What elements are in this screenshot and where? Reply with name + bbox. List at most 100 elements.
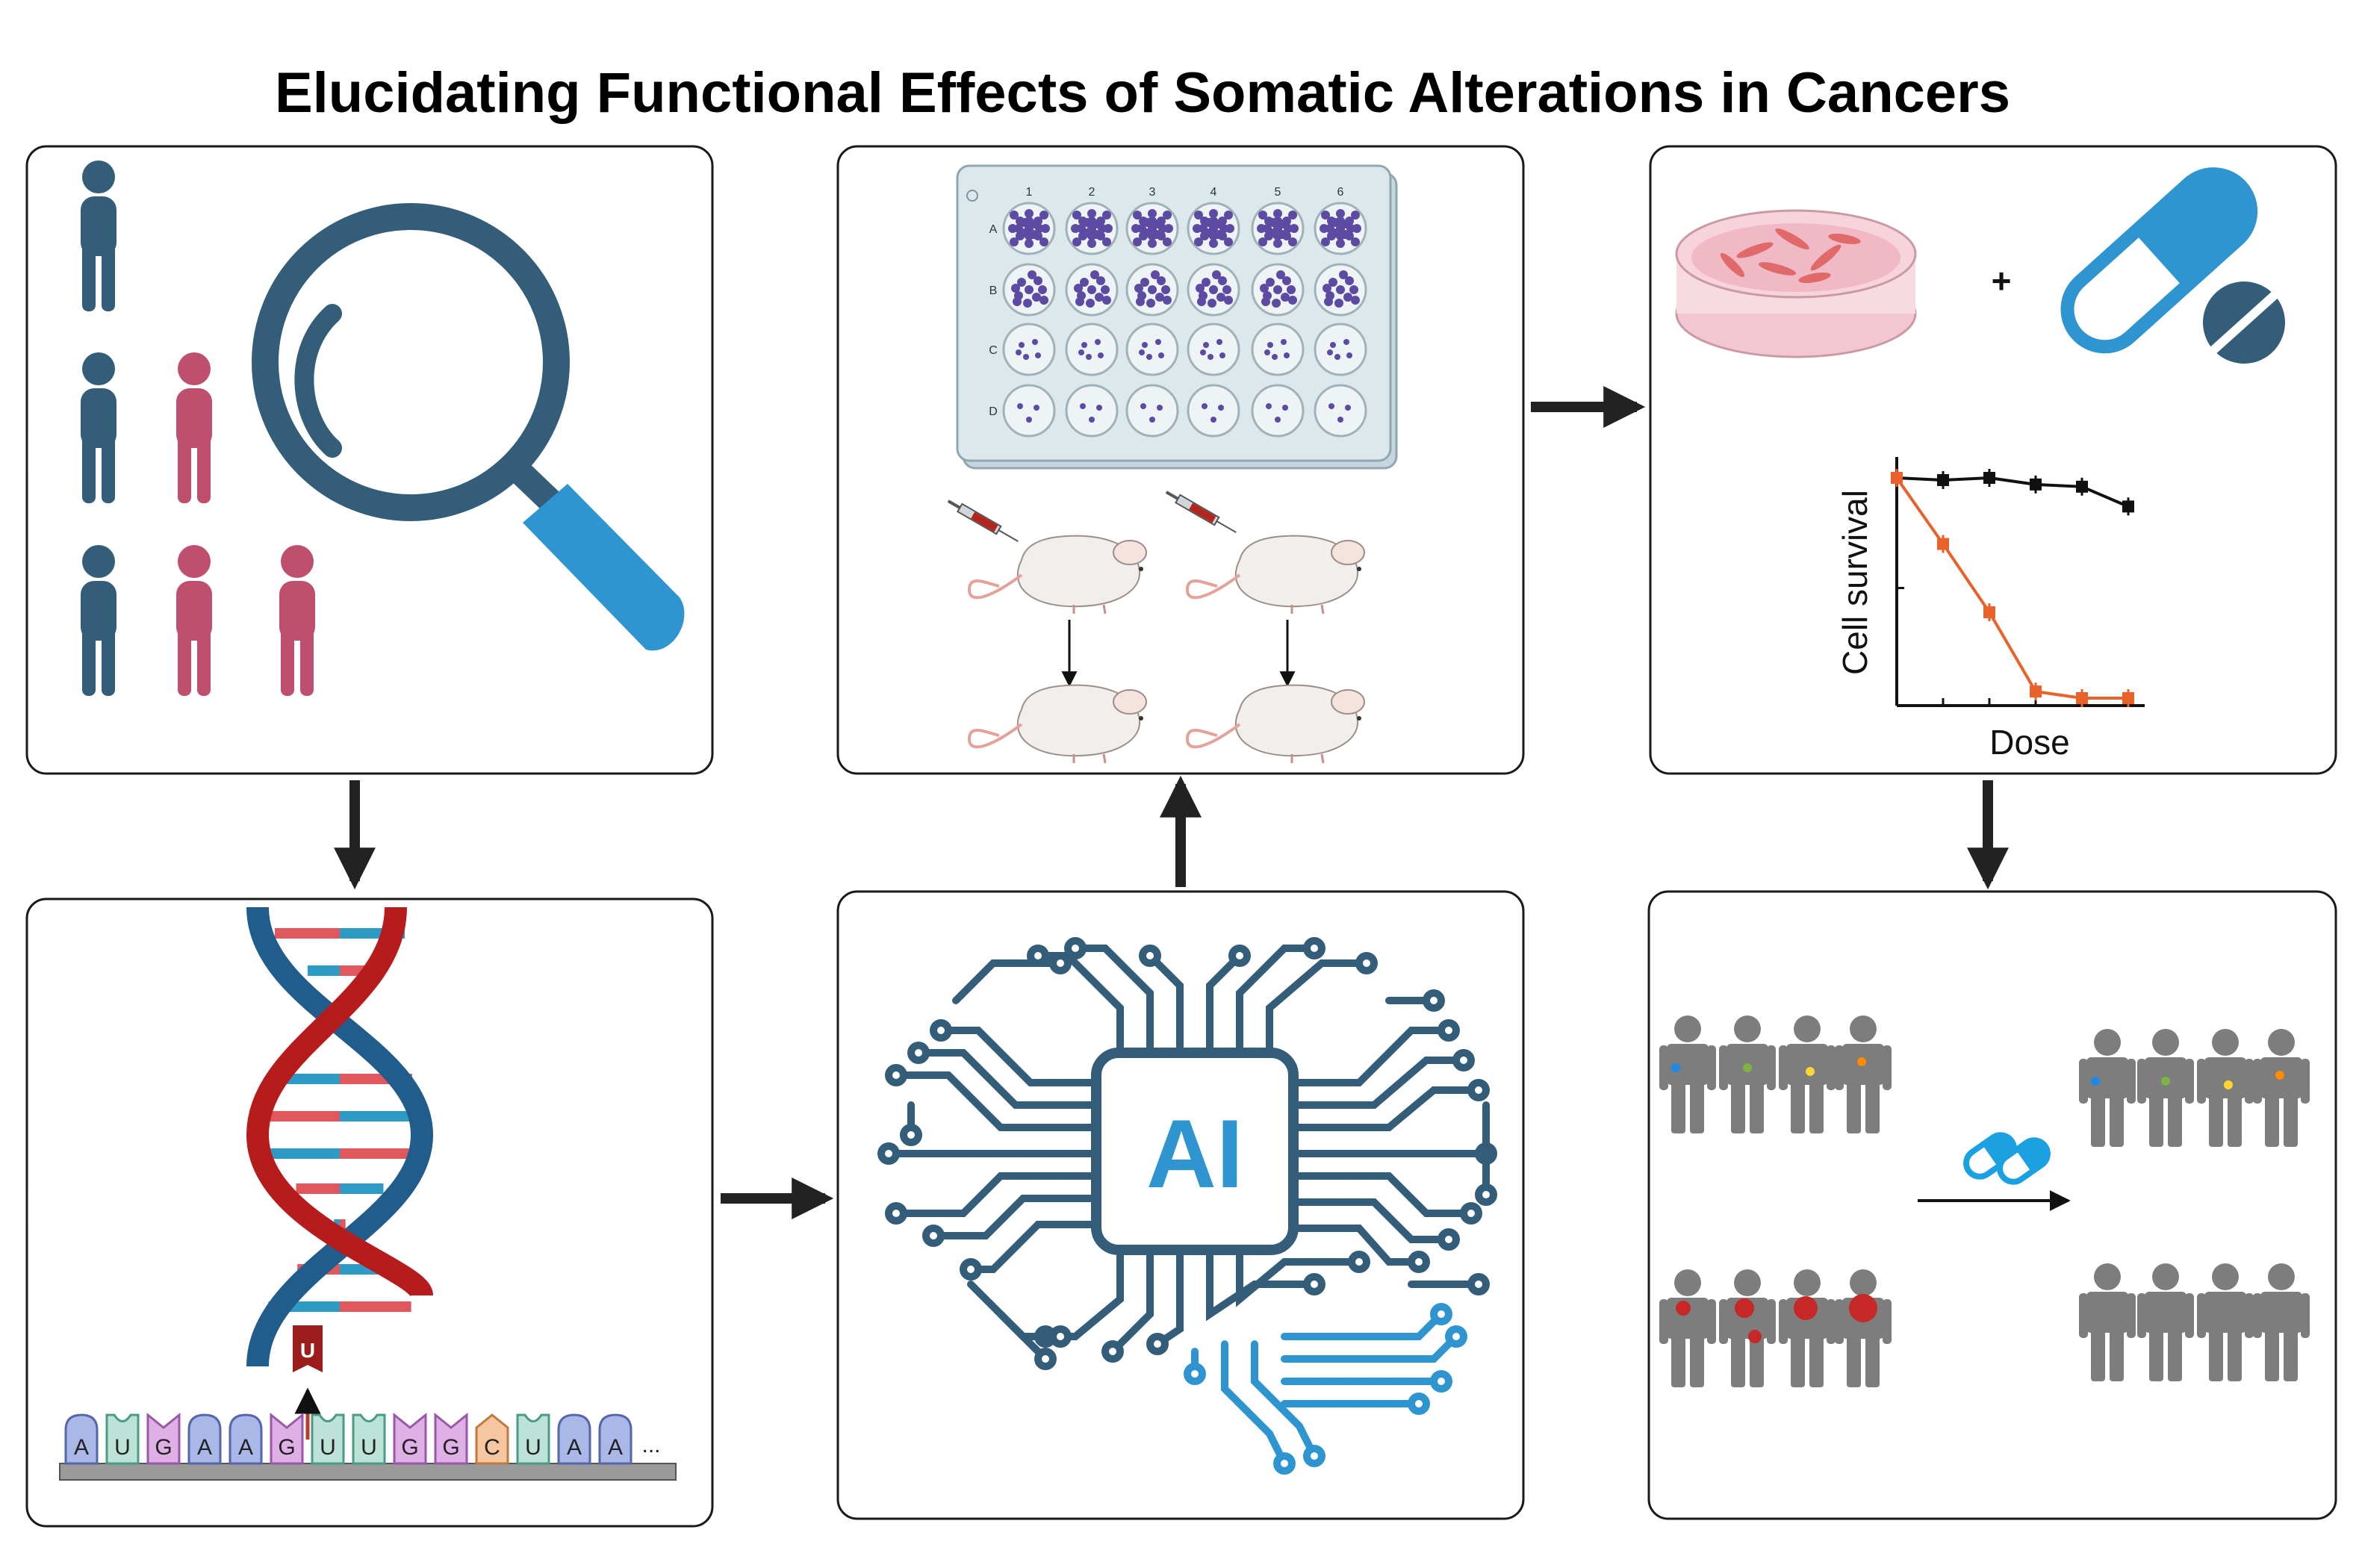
circuit-node (960, 1258, 982, 1281)
circuit-node (1408, 1251, 1430, 1273)
data-point (1937, 470, 1949, 489)
plate-well (1002, 323, 1056, 376)
circuit-node (885, 1064, 907, 1086)
circuit-trace (1206, 952, 1243, 1057)
rna-base: A (557, 1413, 591, 1465)
circuit-node (1445, 1325, 1467, 1348)
circuit-node (1101, 1340, 1124, 1363)
rna-base-letter: A (608, 1435, 623, 1460)
circuit-node (1139, 945, 1161, 967)
rna-base-letter: G (278, 1435, 295, 1460)
circuit-trace (952, 959, 1064, 1004)
rna-base-letter: U (525, 1435, 541, 1460)
plate-well (1187, 384, 1240, 438)
plate-well (1314, 202, 1367, 255)
rna-base: A (598, 1413, 633, 1465)
circuit-node (1452, 1049, 1475, 1071)
circuit-node (1438, 1228, 1460, 1251)
circuit-node (885, 1202, 907, 1225)
rna-base: G (393, 1412, 427, 1465)
circuit-node (1438, 1019, 1460, 1042)
circuit-trace (1290, 1198, 1452, 1243)
circuit-node (1228, 945, 1251, 967)
circuit-trace (1290, 1086, 1482, 1131)
circuit-node (877, 1142, 900, 1165)
circuit-node (1430, 1303, 1452, 1325)
plate-well (1125, 384, 1179, 438)
capsule-icon (2060, 167, 2285, 364)
plate-well (1187, 263, 1240, 317)
tumor-marker (1857, 1057, 1866, 1066)
circuit-trace (1290, 1057, 1467, 1109)
rna-base: C (475, 1413, 509, 1465)
circuit-node (1146, 1333, 1169, 1355)
plate-row-label: D (989, 405, 998, 418)
tumor-marker (1794, 1296, 1818, 1320)
treatment-capsules-icon (1963, 1132, 2051, 1185)
plate-well (1002, 384, 1056, 438)
circuit-trace (937, 1027, 1100, 1086)
tumor-marker (2091, 1077, 2100, 1086)
rna-base: A (64, 1413, 99, 1465)
rna-base-letter: U (320, 1435, 336, 1460)
rna-base-letter: U (361, 1435, 377, 1460)
circuit-node (1303, 937, 1325, 959)
plate-well (1251, 384, 1305, 438)
mutation-marker: U (293, 1325, 323, 1440)
series-line-1 (1896, 476, 2129, 508)
circuit-trace (1290, 1027, 1452, 1086)
circuit-node (1408, 1393, 1430, 1415)
circuit-node (1423, 989, 1445, 1012)
plate-well (1065, 202, 1119, 255)
plate-column-label: 4 (1210, 186, 1217, 199)
circuit-node (1273, 1452, 1296, 1475)
tumor-marker (1849, 1294, 1877, 1322)
rna-base: U (311, 1413, 345, 1465)
circuit-trace (930, 1195, 1100, 1239)
plate-well (1065, 384, 1119, 438)
plate-column-label: 6 (1337, 186, 1344, 199)
plate-column-label: 1 (1026, 186, 1033, 199)
circuit-node (1460, 1202, 1482, 1225)
plate-column-label: 3 (1149, 186, 1156, 199)
ai-label: AI (1146, 1099, 1243, 1208)
circuit-node (1355, 952, 1378, 974)
plate-well (1065, 323, 1119, 376)
circuit-trace (1146, 952, 1184, 1057)
plate-well (1125, 263, 1179, 317)
ai-chip (1091, 1048, 1299, 1255)
circuit-node (1303, 1445, 1325, 1467)
rna-base-letter: G (155, 1435, 172, 1460)
tumor-marker (2161, 1077, 2170, 1086)
rna-base: G (270, 1412, 304, 1465)
circuit-trace (1206, 1246, 1318, 1322)
plate-column-label: 2 (1089, 186, 1095, 199)
magnifier-icon (252, 203, 685, 651)
circuit-trace (892, 1172, 1100, 1217)
data-point (2076, 477, 2088, 496)
circuit-node (907, 1042, 930, 1064)
ai-brain-circuit-icon: AI (877, 937, 1497, 1475)
circuit-node (1467, 1079, 1490, 1101)
chart-ylabel: Cell survival (1836, 490, 1874, 675)
data-point (1891, 469, 1903, 487)
tumor-marker (1671, 1063, 1680, 1072)
dna-helix-icon (246, 906, 434, 1367)
rna-base-letter: A (238, 1435, 253, 1460)
petri-dish-icon (1675, 209, 1917, 358)
series-line-2 (1895, 476, 2128, 700)
plate-row-label: B (989, 284, 998, 297)
plate-well (1125, 202, 1179, 255)
mutation-base: U (300, 1339, 315, 1362)
rna-base: A (229, 1413, 263, 1465)
circuit-trace (1221, 1340, 1288, 1467)
plate-well (1314, 263, 1367, 317)
circuit-node (1049, 1325, 1072, 1348)
circuit-node (1049, 952, 1072, 974)
tumor-marker (1806, 1067, 1815, 1076)
circuit-node (1430, 1370, 1452, 1393)
dose-response-chart: Cell survival Dose (1836, 457, 2145, 762)
rna-base-letter: A (74, 1435, 89, 1460)
